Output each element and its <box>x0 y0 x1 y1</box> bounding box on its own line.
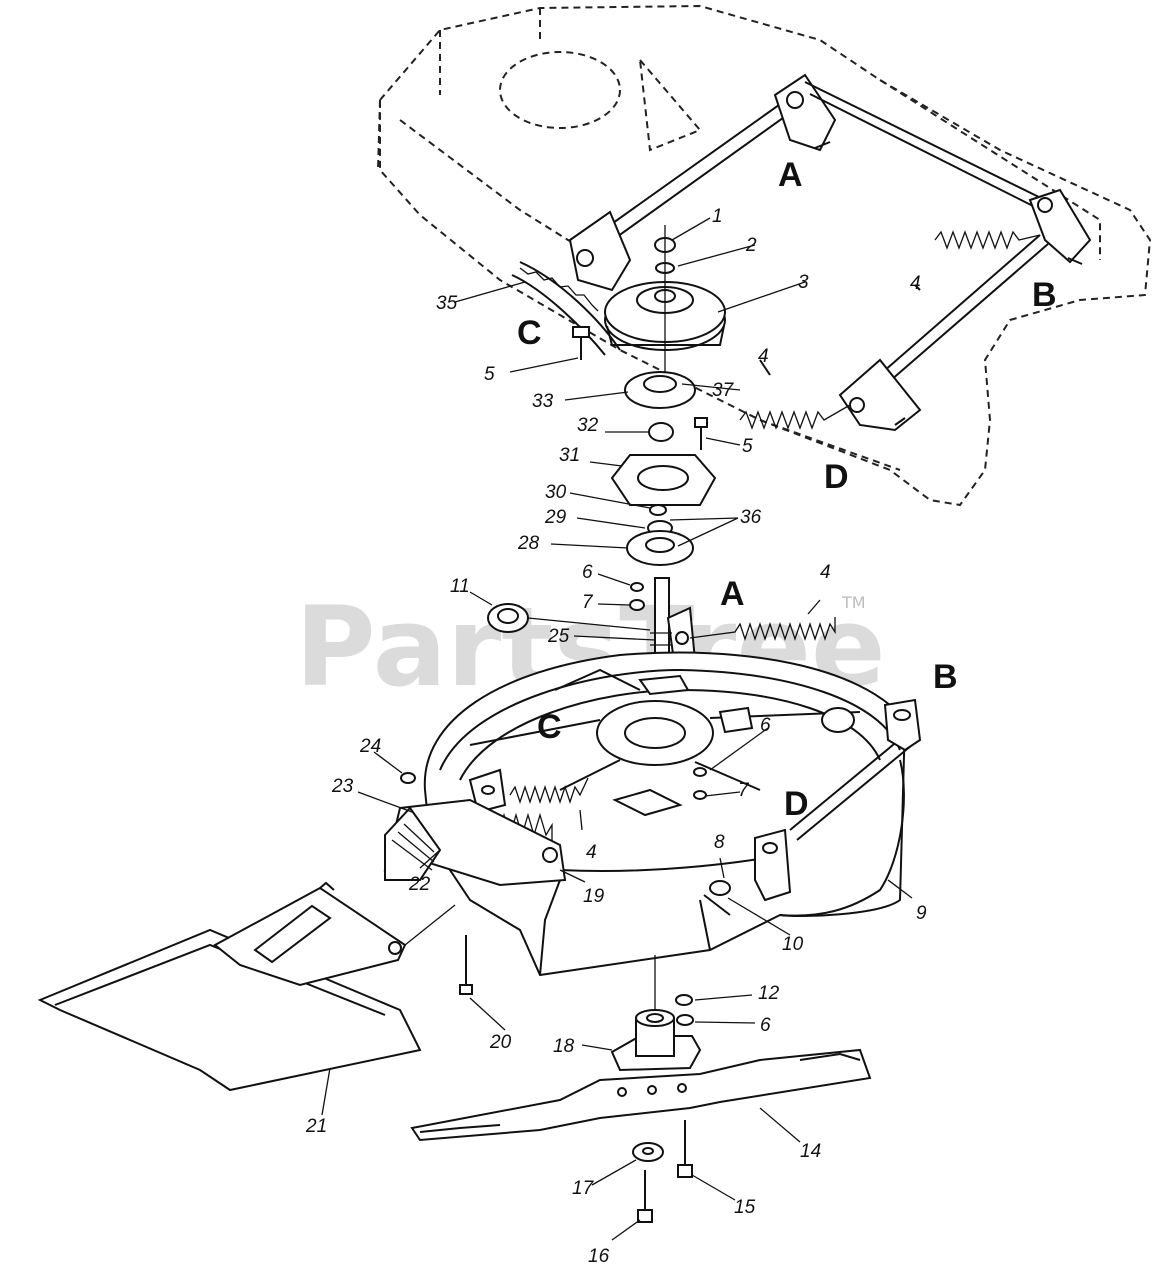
bearing-housing-stack <box>610 371 717 611</box>
label-31: 31 <box>559 445 580 466</box>
blade-hardware <box>632 1120 693 1223</box>
label-2: 2 <box>745 235 757 256</box>
discharge-chute-21 <box>37 881 456 1092</box>
label-30: 30 <box>545 482 567 503</box>
bolt-20 <box>459 935 473 995</box>
label-16: 16 <box>588 1246 610 1267</box>
label-21: 21 <box>305 1116 327 1137</box>
label-3: 3 <box>798 272 809 293</box>
label-28: 28 <box>517 533 540 554</box>
label-23: 23 <box>331 776 354 797</box>
blade-14 <box>410 1048 872 1142</box>
trademark-mark: TM <box>841 593 866 612</box>
mower-frame-outline <box>377 4 1152 507</box>
label-4a: 4 <box>820 562 831 583</box>
lift-springs-top <box>739 230 1041 430</box>
bolt-5 <box>572 326 708 450</box>
label-6a: 6 <box>582 562 593 583</box>
label-37: 37 <box>712 380 735 401</box>
deck-lift-rod <box>468 698 922 902</box>
spring-4-upper <box>689 617 836 642</box>
label-36: 36 <box>740 507 762 528</box>
letter-labels: A B C D A B C D <box>517 156 1057 823</box>
label-29: 29 <box>544 507 567 528</box>
lift-linkage <box>568 73 1092 432</box>
letter-a-mid: A <box>720 575 745 613</box>
spring-4-left <box>509 777 589 805</box>
label-35: 35 <box>436 293 458 314</box>
letter-d-top: D <box>824 458 849 496</box>
label-6b: 6 <box>760 715 771 736</box>
label-1: 1 <box>712 206 723 227</box>
leader-lines <box>321 217 913 1241</box>
label-24: 24 <box>359 736 381 757</box>
label-4d: 4 <box>910 273 921 294</box>
label-15: 15 <box>734 1197 756 1218</box>
letter-d-mid: D <box>784 785 809 823</box>
letter-b-mid: B <box>933 658 958 696</box>
part-labels: 1 2 3 35 5 33 37 32 5 31 30 29 36 28 6 7… <box>305 206 927 1267</box>
bearing-11 <box>487 603 651 633</box>
label-12: 12 <box>758 983 780 1004</box>
label-17: 17 <box>572 1178 595 1199</box>
deck-hardware <box>400 767 731 916</box>
label-5b: 5 <box>742 436 753 457</box>
label-6c: 6 <box>760 1015 771 1036</box>
label-7a: 7 <box>582 592 594 613</box>
letter-c-mid: C <box>537 708 562 746</box>
label-11: 11 <box>450 576 470 597</box>
letter-b-top: B <box>1032 276 1057 314</box>
label-4c: 4 <box>758 346 769 367</box>
label-14: 14 <box>800 1141 821 1162</box>
drive-belt <box>511 261 621 356</box>
label-20: 20 <box>489 1032 512 1053</box>
letter-a-top: A <box>778 156 803 194</box>
label-25: 25 <box>547 626 570 647</box>
spindle-pulley <box>604 225 726 395</box>
label-8: 8 <box>714 832 725 853</box>
label-18: 18 <box>553 1036 575 1057</box>
label-19: 19 <box>583 886 605 907</box>
label-22: 22 <box>408 874 431 895</box>
letter-c-top: C <box>517 314 542 352</box>
label-9: 9 <box>916 903 927 924</box>
blade-adapter-18 <box>610 955 702 1072</box>
label-33: 33 <box>532 391 554 412</box>
label-32: 32 <box>577 415 599 436</box>
label-7b: 7 <box>738 780 750 801</box>
label-4b: 4 <box>586 842 597 863</box>
label-5a: 5 <box>484 364 495 385</box>
label-10: 10 <box>782 934 804 955</box>
